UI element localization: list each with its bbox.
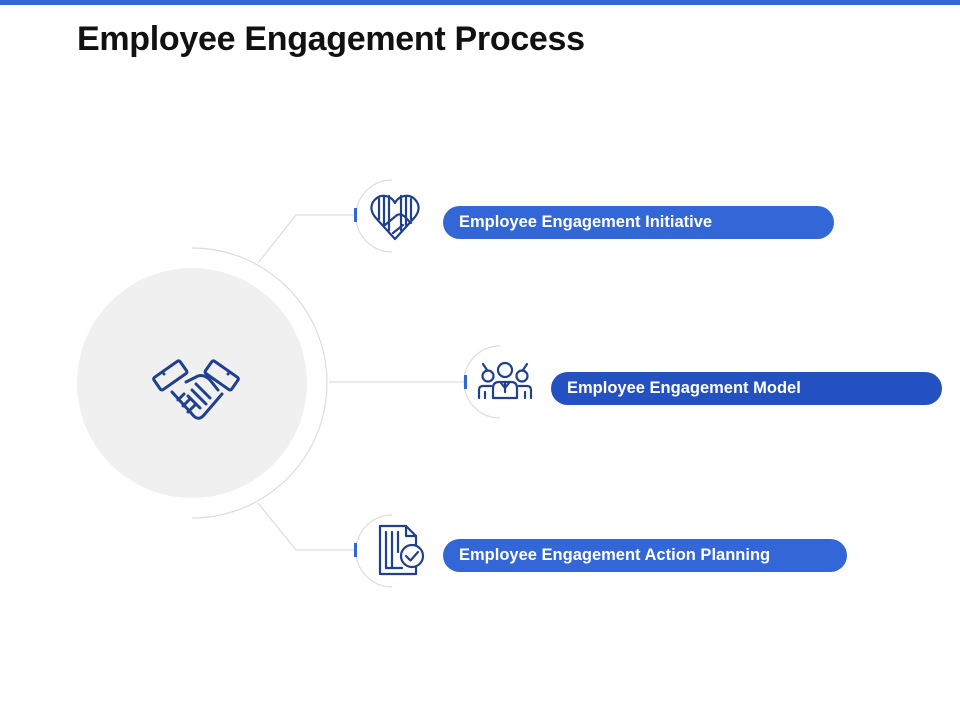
- page-title: Employee Engagement Process: [77, 20, 585, 58]
- checklist-document-icon: [378, 524, 425, 576]
- team-icon: [477, 361, 533, 400]
- item-label: Employee Engagement Initiative: [459, 213, 713, 231]
- item-pill-model: Employee Engagement Model: [551, 372, 942, 405]
- connector-tick: [354, 543, 357, 557]
- heart-handshake-icon: [370, 194, 420, 241]
- hub-circle: [77, 268, 307, 498]
- item-pill-action-planning: Employee Engagement Action Planning: [443, 539, 847, 572]
- item-pill-initiative: Employee Engagement Initiative: [443, 206, 834, 239]
- item-label: Employee Engagement Model: [567, 379, 801, 397]
- handshake-icon: [152, 359, 240, 420]
- item-label: Employee Engagement Action Planning: [459, 546, 771, 564]
- top-accent-bar: [0, 0, 960, 5]
- connector-tick: [354, 208, 357, 222]
- connector-tick: [464, 375, 467, 389]
